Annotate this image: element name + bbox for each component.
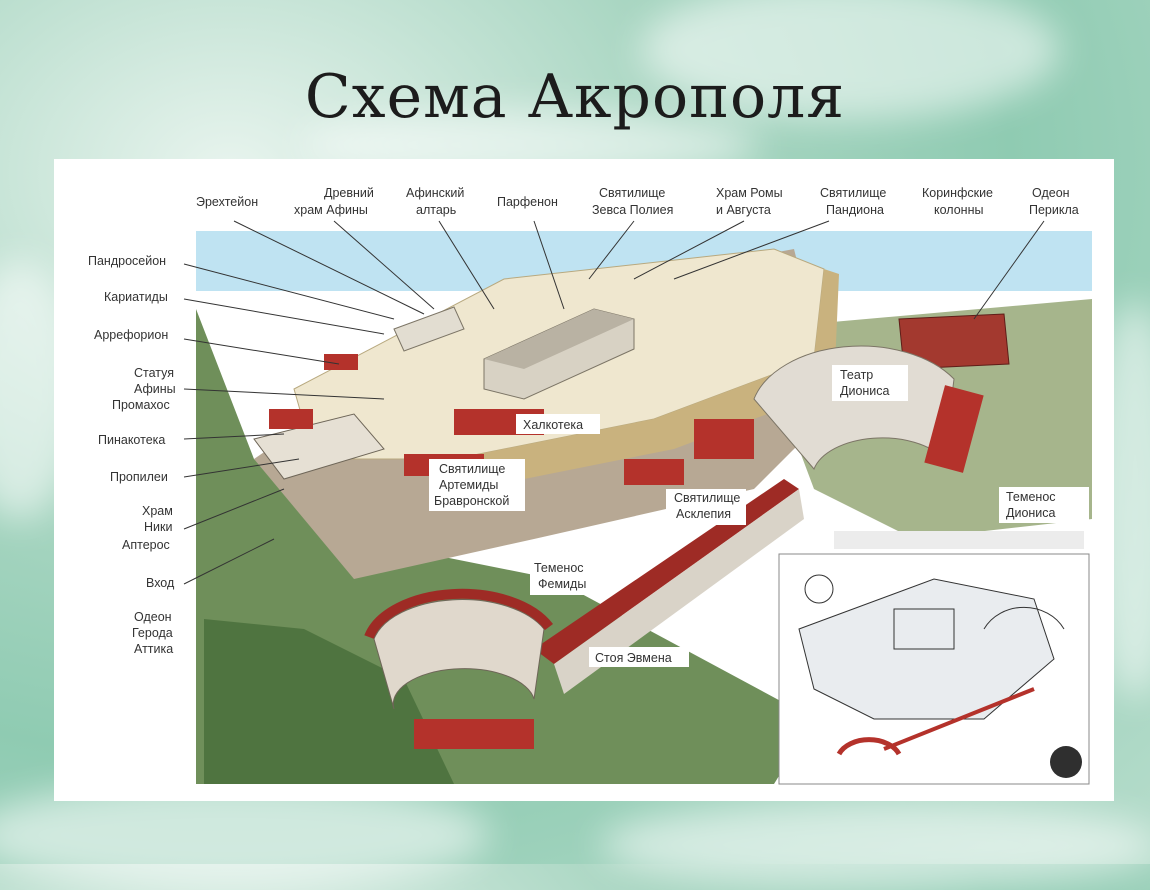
label-asclepius-2: Асклепия	[676, 507, 731, 521]
trees-area	[204, 619, 454, 784]
label-altar-2: алтарь	[416, 203, 456, 217]
propylaea-building	[253, 413, 385, 480]
label-pandion: Святилище	[820, 186, 886, 200]
label-caryatids: Кариатиды	[104, 290, 168, 304]
odeon-herodes	[373, 599, 545, 710]
compass-rose-icon	[804, 574, 834, 604]
slide-title: Схема Акрополя	[304, 62, 846, 132]
label-pandroseion: Пандросейон	[88, 254, 166, 268]
label-altar: Афинский	[406, 186, 464, 200]
label-herodes-2: Герода	[132, 626, 173, 640]
legend-text-block	[834, 531, 1084, 549]
erechtheion-building	[393, 306, 465, 352]
label-corinthian-2: колонны	[934, 203, 983, 217]
label-box	[516, 414, 600, 434]
label-dionysus-theatre-2: Диониса	[840, 384, 890, 398]
label-box	[589, 647, 689, 667]
odeon-herodes-wall	[364, 588, 554, 639]
label-nike: Храм	[142, 504, 173, 518]
label-artemis: Святилище	[439, 462, 505, 476]
label-roma: Храм Ромы	[716, 186, 783, 200]
stoa-roof	[694, 419, 754, 459]
label-asclepius: Святилище	[674, 491, 740, 505]
acropolis-diagram: Эрехтейон Древний храм Афины Афинский ал…	[54, 159, 1114, 801]
odeon-herodes-roof	[414, 719, 534, 749]
pinakotheke-roof	[269, 409, 313, 429]
label-eumenes: Стоя Эвмена	[595, 651, 672, 665]
label-propylaea: Пропилеи	[110, 470, 168, 484]
label-themis-2: Фемиды	[538, 577, 586, 591]
label-chalkotheke: Халкотека	[523, 418, 583, 432]
label-nike-2: Ники	[144, 520, 172, 534]
plan-stoa	[883, 687, 1035, 751]
label-box	[999, 487, 1089, 523]
cloud-decoration	[640, 0, 1060, 120]
label-old-temple: Древний	[324, 186, 374, 200]
label-zeus-2: Зевса Полиея	[592, 203, 673, 217]
label-corinthian: Коринфские	[922, 186, 993, 200]
plan-odeon	[836, 737, 902, 756]
label-box	[666, 489, 746, 525]
label-statue-3: Промахос	[112, 398, 170, 412]
label-old-temple-2: храм Афины	[294, 203, 368, 217]
label-odeon-pericles-2: Перикла	[1029, 203, 1079, 217]
label-herodes-3: Аттика	[134, 642, 173, 656]
label-arrephorion: Аррефорион	[94, 328, 168, 342]
label-nike-3: Аптерос	[122, 538, 170, 552]
label-pinakotheke: Пинакотека	[98, 433, 165, 447]
label-dionysus-temenos-2: Диониса	[1006, 506, 1056, 520]
label-roma-2: и Августа	[716, 203, 771, 217]
label-statue-2: Афины	[134, 382, 176, 396]
dionysus-stoa-roof	[924, 385, 984, 473]
asclepius-roof	[624, 459, 684, 485]
label-box	[832, 365, 908, 401]
label-odeon-pericles: Одеон	[1032, 186, 1070, 200]
label-artemis-2: Артемиды	[439, 478, 498, 492]
label-themis: Теменос	[534, 561, 584, 575]
leader-lines	[183, 220, 1045, 585]
label-statue: Статуя	[134, 366, 174, 380]
label-parthenon: Парфенон	[497, 195, 558, 209]
label-box	[429, 459, 525, 511]
label-dionysus-temenos: Теменос	[1006, 490, 1056, 504]
label-dionysus-theatre: Театр	[840, 368, 873, 382]
label-zeus: Святилище	[599, 186, 665, 200]
label-herodes: Одеон	[134, 610, 172, 624]
arrephorion-roof	[324, 354, 358, 370]
acropolis-illustration: Эрехтейон Древний храм Афины Афинский ал…	[88, 186, 1092, 785]
publisher-logo-icon	[1050, 746, 1082, 778]
plan-parthenon	[893, 608, 955, 650]
eumenes-stoa-roof	[534, 479, 799, 664]
label-artemis-3: Бравронской	[434, 494, 509, 508]
label-box	[530, 559, 600, 595]
label-entrance: Вход	[146, 576, 175, 590]
cloud-decoration	[600, 800, 1150, 890]
plan-theatre	[983, 606, 1065, 630]
label-erechtheion: Эрехтейон	[196, 195, 258, 209]
eumenes-stoa-colonnade	[554, 489, 804, 694]
parthenon-roof	[484, 309, 634, 369]
label-pandion-2: Пандиона	[826, 203, 884, 217]
